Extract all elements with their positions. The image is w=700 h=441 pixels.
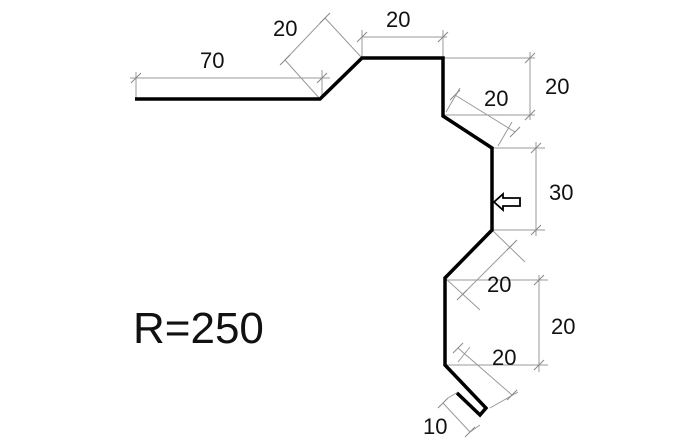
radius-label: R=250	[133, 304, 264, 353]
dim-lower-vertical: 20	[551, 314, 575, 339]
dim-hem: 10	[423, 414, 447, 439]
dim-left-flange: 70	[200, 48, 224, 73]
dim-bottom-slope: 20	[492, 345, 516, 370]
dim-vertical-section: 30	[549, 180, 573, 205]
dimension-lines	[130, 17, 548, 433]
left-pointing-arrow-icon	[492, 191, 521, 213]
profile-line	[135, 56, 494, 418]
dim-first-slope: 20	[273, 16, 297, 41]
dimension-ticks	[130, 12, 545, 438]
dim-right-drop: 20	[545, 74, 569, 99]
dim-top-flat: 20	[386, 7, 410, 32]
dim-third-slope: 20	[487, 272, 511, 297]
dim-second-slope: 20	[484, 86, 508, 111]
